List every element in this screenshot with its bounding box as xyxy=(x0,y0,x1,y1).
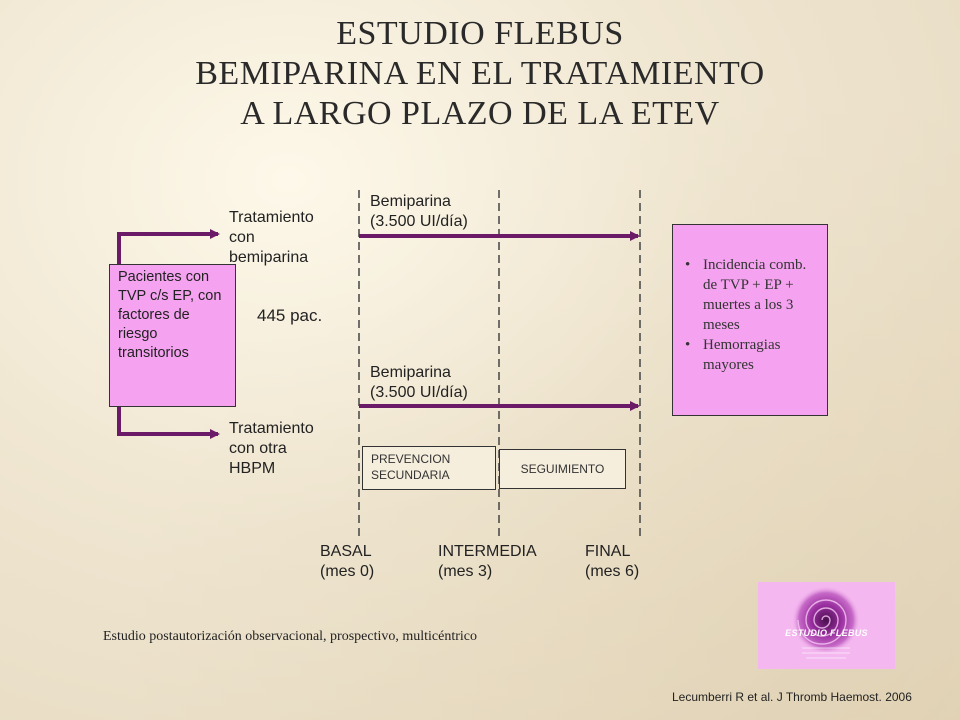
timepoint-basal-name: BASAL xyxy=(320,543,372,560)
estudio-flebus-logo: ESTUDIO FLEBUS xyxy=(758,582,895,669)
title-line-1: ESTUDIO FLEBUS xyxy=(336,15,624,52)
timepoint-basal: BASAL (mes 0) xyxy=(320,542,374,582)
phase-seguimiento: SEGUIMIENTO xyxy=(499,449,626,489)
timepoint-final-detail: (mes 6) xyxy=(585,563,640,580)
slide-title: ESTUDIO FLEBUS BEMIPARINA EN EL TRATAMIE… xyxy=(0,14,960,134)
patients-box: Pacientes con TVP c/s EP, con factores d… xyxy=(109,264,236,407)
branch-connector-bottom xyxy=(117,404,220,439)
phase-2-line-1: SEGUIMIENTO xyxy=(520,462,605,476)
timepoint-final-name: FINAL xyxy=(585,543,631,560)
arm-1-line-3: bemiparina xyxy=(229,249,309,266)
arm-label-1: Tratamiento con bemiparina xyxy=(229,208,314,268)
timepoint-intermedia-detail: (mes 3) xyxy=(438,563,493,580)
drug-1-line-1: Bemiparina xyxy=(370,193,451,210)
outcome-item: Incidencia comb. de TVP + EP + muertes a… xyxy=(683,255,819,335)
title-line-3: A LARGO PLAZO DE LA ETEV xyxy=(240,95,720,132)
study-design-note: Estudio postautorización observacional, … xyxy=(103,629,478,644)
timepoint-final: FINAL (mes 6) xyxy=(585,542,639,582)
arm-2-line-3: HBPM xyxy=(229,460,276,477)
outcomes-box: Incidencia comb. de TVP + EP + muertes a… xyxy=(672,224,828,416)
timepoint-intermedia: INTERMEDIA (mes 3) xyxy=(438,542,537,582)
arm-2-line-1: Tratamiento xyxy=(229,420,314,437)
logo-caption: ESTUDIO FLEBUS xyxy=(785,628,868,638)
citation: Lecumberri R et al. J Thromb Haemost. 20… xyxy=(672,690,912,704)
phase-1-line-1: PREVENCION xyxy=(371,452,451,466)
drug-label-2: Bemiparina (3.500 UI/día) xyxy=(370,363,468,403)
phase-prevencion-secundaria: PREVENCION SECUNDARIA xyxy=(362,446,496,490)
arm-label-2: Tratamiento con otra HBPM xyxy=(229,419,314,479)
arm-1-line-1: Tratamiento xyxy=(229,209,314,226)
branch-connector-top xyxy=(117,229,220,268)
drug-1-line-2: (3.500 UI/día) xyxy=(370,213,468,230)
title-line-2: BEMIPARINA EN EL TRATAMIENTO xyxy=(195,55,765,92)
drug-2-line-2: (3.500 UI/día) xyxy=(370,384,468,401)
spiral-logo-icon xyxy=(792,586,860,659)
arm-2-line-2: con otra xyxy=(229,440,287,457)
patient-count: 445 pac. xyxy=(257,306,323,325)
phase-1-line-2: SECUNDARIA xyxy=(371,468,450,482)
arm-1-line-2: con xyxy=(229,229,255,246)
drug-label-1: Bemiparina (3.500 UI/día) xyxy=(370,192,468,232)
timepoint-intermedia-name: INTERMEDIA xyxy=(438,543,537,560)
outcome-item: Hemorragias mayores xyxy=(683,335,819,375)
drug-2-line-1: Bemiparina xyxy=(370,364,451,381)
timepoint-basal-detail: (mes 0) xyxy=(320,563,375,580)
